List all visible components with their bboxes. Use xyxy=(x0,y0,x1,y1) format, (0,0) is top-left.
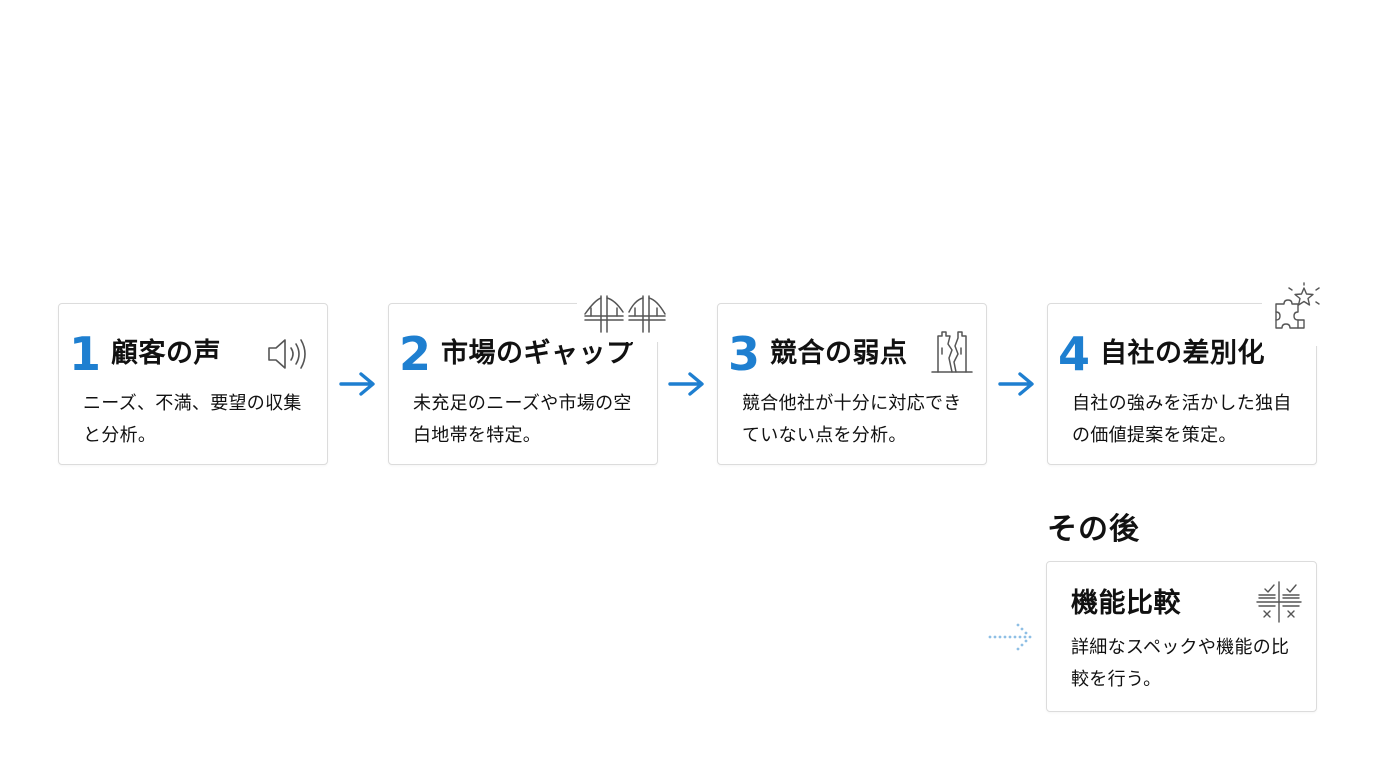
dotted-arrow-icon xyxy=(988,623,1032,651)
arrow-right-icon xyxy=(668,372,704,396)
bridge-gap-icon xyxy=(577,290,673,342)
after-description: 詳細なスペックや機能の比較を行う。 xyxy=(1071,637,1290,690)
step-title: 競合の弱点 xyxy=(770,338,908,369)
step-description: 競合他社が十分に対応できていない点を分析。 xyxy=(742,393,962,446)
broken-tower-icon xyxy=(930,328,974,378)
step-number: 1 xyxy=(69,327,102,381)
arrow-right-icon xyxy=(998,372,1034,396)
step-description: 自社の強みを活かした独自の価値提案を策定。 xyxy=(1072,393,1292,446)
step-number: 4 xyxy=(1058,327,1091,381)
step-description: ニーズ、不満、要望の収集と分析。 xyxy=(83,393,302,446)
puzzle-star-icon xyxy=(1262,280,1324,346)
step-number: 2 xyxy=(399,327,432,381)
after-card: 機能比較 詳細なスペックや機能の比較を行う。 xyxy=(1046,561,1317,712)
step-title: 自社の差別化 xyxy=(1100,338,1265,369)
step-title: 顧客の声 xyxy=(111,338,221,369)
arrow-right-icon xyxy=(339,372,375,396)
step-description: 未充足のニーズや市場の空白地帯を特定。 xyxy=(413,393,632,446)
speaker-icon xyxy=(265,334,311,378)
after-heading: その後 xyxy=(1047,512,1140,547)
comparison-icon xyxy=(1255,580,1303,628)
step-card-3: 3 競合の弱点 競合他社が十分に対応できていない点を分析。 xyxy=(717,303,987,465)
step-title: 市場のギャップ xyxy=(441,338,634,369)
step-number: 3 xyxy=(728,327,761,381)
after-title: 機能比較 xyxy=(1071,588,1181,619)
step-card-1: 1 顧客の声 ニーズ、不満、要望の収集と分析。 xyxy=(58,303,328,465)
